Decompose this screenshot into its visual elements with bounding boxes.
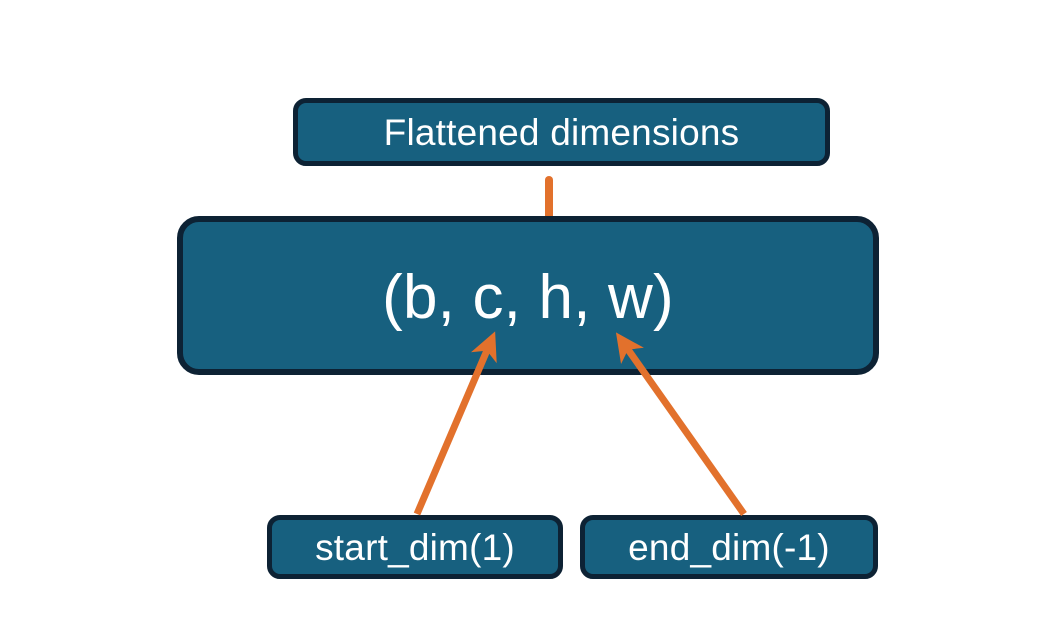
node-flattened-dimensions[interactable]: Flattened dimensions xyxy=(293,98,830,166)
node-start-dim-label: start_dim(1) xyxy=(315,526,515,568)
node-tensor-shape-text-wrap: (b, c, h, w) xyxy=(177,216,879,375)
node-end-dim-label: end_dim(-1) xyxy=(628,526,830,568)
node-flattened-dimensions-label: Flattened dimensions xyxy=(383,111,740,153)
node-tensor-shape-label: (b, c, h, w) xyxy=(382,262,674,332)
node-start-dim[interactable]: start_dim(1) xyxy=(267,515,563,579)
node-end-dim[interactable]: end_dim(-1) xyxy=(580,515,878,579)
